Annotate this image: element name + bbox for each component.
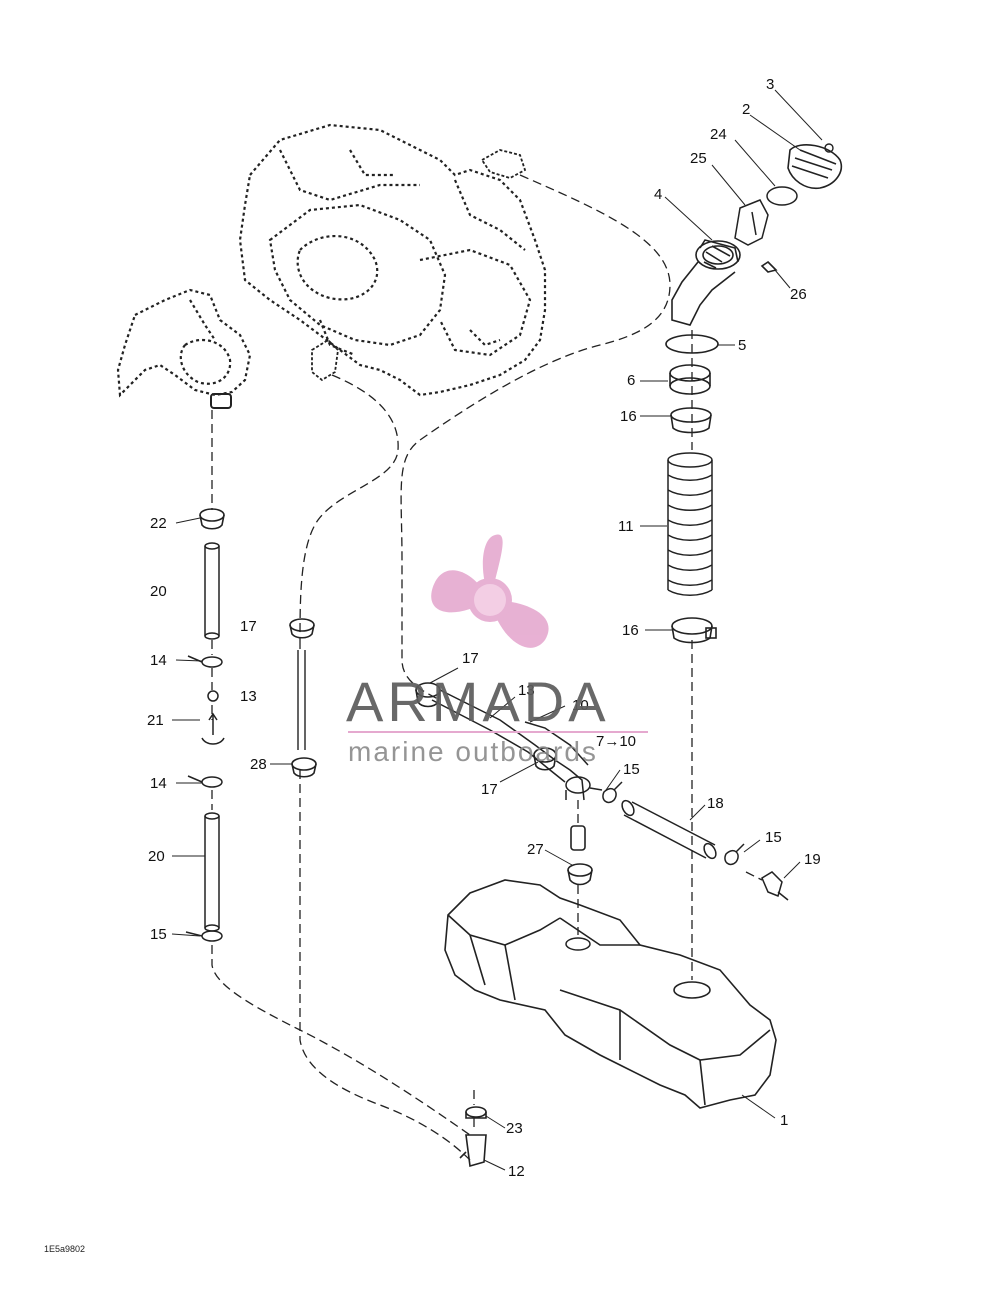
o-ring [766,186,798,206]
clamp-22 [199,508,225,530]
callout-4: 4 [654,186,663,203]
fuel-tank [444,879,777,1109]
callout-22: 22 [150,515,167,532]
hose-clamp-17-top [415,682,441,708]
hose-route-lines [211,174,763,1161]
callout-28: 28 [250,756,267,773]
callout-25: 25 [690,150,707,167]
spring-clamp-15-left [185,930,223,942]
callout-19: 19 [804,851,821,868]
breather-fitting-mid [311,338,339,382]
callout-20-upper: 20 [150,583,167,600]
clamp-17-left [289,618,315,639]
callout-3: 3 [766,76,775,93]
callout-11: 11 [618,518,634,535]
callout-15-left: 15 [150,926,167,943]
callout-24: 24 [710,126,727,143]
gasket [665,334,719,354]
callout-13-left: 13 [240,688,257,705]
callout-17-mid: 17 [481,781,498,798]
spring-clamp-14-lower [187,775,223,788]
callout-17-left: 17 [240,618,257,635]
hose-clamp-17-mid [533,747,557,771]
fuel-pickup-assembly [431,689,603,801]
callout-1: 1 [780,1112,789,1129]
callout-10: 10 [572,697,589,714]
callout-17-top: 17 [462,650,479,667]
clamp-28 [291,757,317,778]
pickup-tube [570,825,586,851]
watermark-divider [348,731,648,733]
spring-clamp-14-upper [187,655,223,668]
tank-pickup-opening [565,937,591,951]
cap-screw [824,143,834,153]
spring-clamp-15-b [724,843,745,866]
callout-2: 2 [742,101,751,118]
filler-neck [671,239,741,326]
callout-16-upper: 16 [620,408,637,425]
nut-23 [465,1106,487,1119]
callout-21: 21 [147,712,164,729]
callout-14-lower: 14 [150,775,167,792]
fuel-hose-18 [621,799,717,860]
valve-check [760,260,778,273]
callout-13-mid: 13 [518,682,535,699]
callout-20-lower: 20 [148,848,165,865]
oil-pump-fitting [210,393,232,409]
callout-14-upper: 14 [150,652,167,669]
callout-26: 26 [790,286,807,303]
callout-27: 27 [527,841,544,858]
check-valve-19 [761,871,789,901]
callout-16-lower: 16 [622,622,639,639]
breather-fitting-top [480,149,527,179]
callout-7-to-10: 7→10 [596,733,637,750]
collar [669,364,711,395]
callout-12: 12 [508,1163,525,1180]
fuel-cap [787,144,842,190]
callout-23: 23 [506,1120,523,1137]
watermark-propeller [431,534,549,648]
spring-clamp-15-a [602,781,623,804]
drain-fitting-12 [459,1134,487,1168]
tank-fill-opening [673,981,711,999]
engine-block-outline [238,123,547,397]
bellows-hose [667,452,713,596]
hose-clamp-upper [670,407,712,434]
callout-5: 5 [738,337,747,354]
leader-lines [171,89,823,1171]
grommet [567,863,593,886]
watermark-brand: ARMADA [346,670,610,733]
plug-13 [207,690,219,702]
callout-6: 6 [627,372,636,389]
watermark-tagline: marine outboards [348,736,598,767]
hose-clamp-lower [671,617,717,644]
callout-15-right: 15 [765,829,782,846]
callout-15-mid: 15 [623,761,640,778]
hose-20-upper [204,542,220,640]
figure-code: 1E5a9802 [44,1244,86,1254]
vent-valve [734,199,769,246]
callout-18: 18 [707,795,724,812]
hose-20-lower [204,812,220,932]
filter-21 [201,712,225,745]
hose-middle [297,650,306,750]
oil-pump-outline [116,288,252,398]
